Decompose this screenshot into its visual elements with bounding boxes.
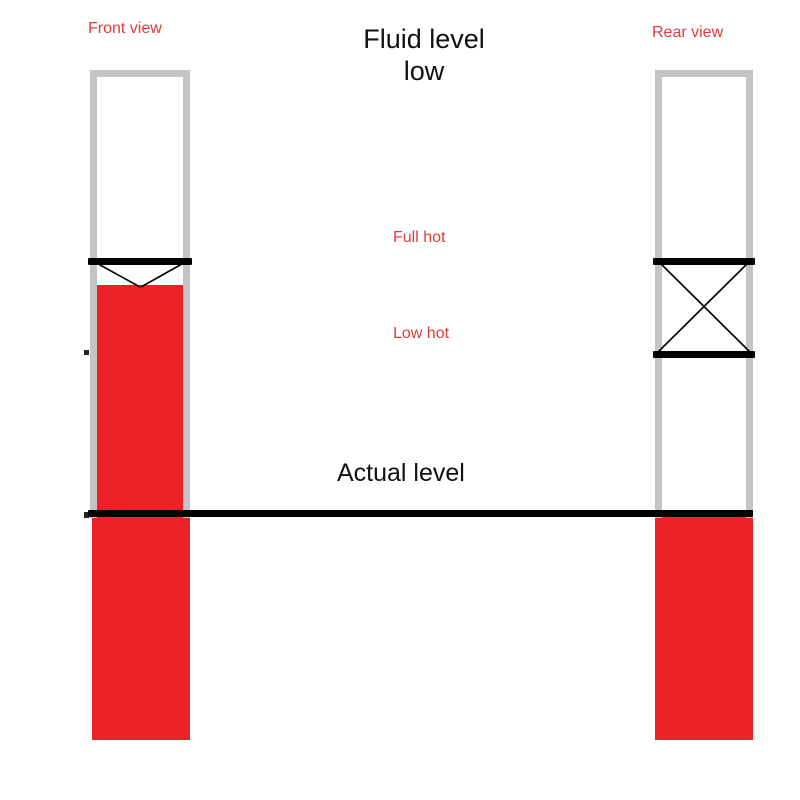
front-view-tube	[90, 70, 190, 518]
front-view-label: Front view	[88, 20, 162, 37]
rear-view-hatch-marks	[656, 259, 752, 354]
low-hot-label: Low hot	[393, 325, 450, 342]
rear-view-low-hot-marker-bar	[653, 351, 755, 358]
actual-level-label: Actual level	[337, 459, 465, 487]
front-view-hatch-marks	[90, 259, 190, 288]
hatch-line-left	[90, 259, 141, 288]
rear-view-fluid-column	[655, 517, 753, 740]
hatch-line-right	[140, 259, 190, 288]
hatch-line-diagonal-up	[656, 259, 752, 354]
front-view-wall-tick-lower	[84, 512, 89, 518]
watermark	[383, 585, 493, 637]
actual-level-reference-line	[88, 510, 753, 517]
page-title: Fluid level low	[363, 24, 485, 86]
rear-view-tube	[655, 70, 753, 518]
rear-view-label: Rear view	[652, 24, 724, 41]
rear-view-full-hot-marker-bar	[653, 258, 755, 265]
front-view-full-hot-marker-bar	[88, 258, 192, 265]
front-view-wall-tick-upper	[84, 350, 89, 355]
full-hot-label: Full hot	[393, 229, 446, 246]
